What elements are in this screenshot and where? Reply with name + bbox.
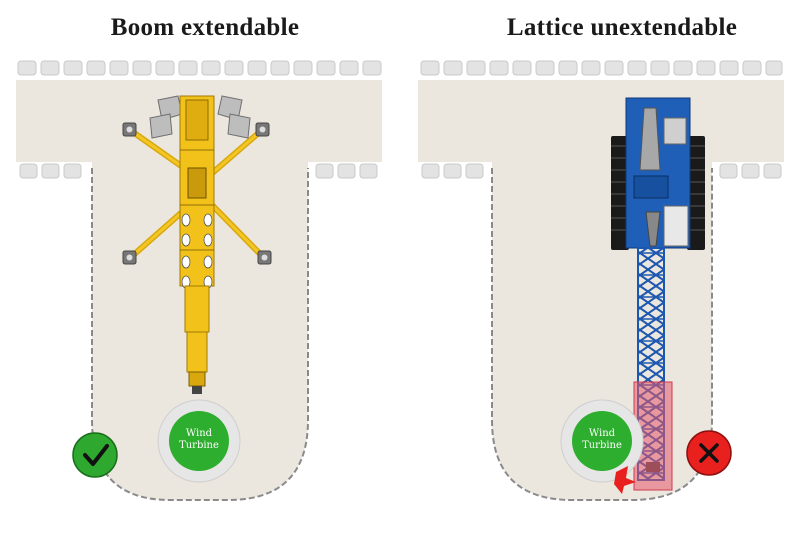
turbine-label-line2: Turbine [179,440,219,451]
collision-burst-icon [614,466,636,494]
curb-top-row [420,60,783,76]
panel-title-lattice-unextendable: Lattice unextendable [506,14,738,41]
turbine-label-left: Wind Turbine [164,428,234,452]
cross-badge [686,430,732,476]
curb-top-row [17,60,382,76]
turbine-label-line2: Turbine [582,440,622,451]
telescopic-crane [122,95,272,394]
checkmark-icon [83,444,109,466]
turbine-label-line1: Wind [588,428,616,439]
turbine-label-right: Wind Turbine [567,428,637,452]
cross-icon [699,443,719,463]
curb-bottom-row [421,163,782,179]
turbine-label-line1: Wind [185,428,213,439]
curb-bottom-row [19,163,378,179]
wind-turbine-left [157,399,241,483]
check-badge [72,432,118,478]
wind-turbine-right [560,399,644,494]
left-panel [16,60,382,501]
right-panel [418,60,784,501]
panel-title-boom-extendable: Boom extendable [110,14,300,41]
